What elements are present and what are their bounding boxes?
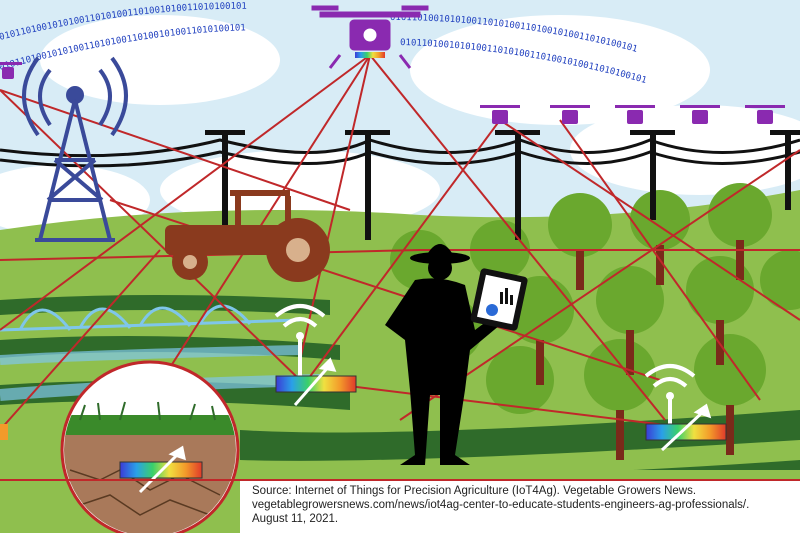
- farmer-silhouette-icon: [385, 244, 500, 465]
- ground-strip: [0, 470, 800, 480]
- caption-line-1: Source: Internet of Things for Precision…: [252, 485, 697, 497]
- drone-icon: [311, 5, 429, 69]
- tablet-chart-icon: [470, 268, 528, 331]
- tractor-icon: [165, 190, 330, 282]
- source-caption: Source: Internet of Things for Precision…: [252, 484, 798, 526]
- drone-swarm: [0, 62, 785, 124]
- caption-area: [240, 480, 800, 533]
- network-links: [0, 54, 800, 431]
- caption-line-2: vegetablegrowersnews.com/news/iot4ag-cen…: [252, 499, 750, 511]
- caption-line-3: August 11, 2021.: [252, 513, 339, 525]
- soil-sensor-closeup: [60, 360, 240, 533]
- cell-tower-icon: [22, 56, 128, 242]
